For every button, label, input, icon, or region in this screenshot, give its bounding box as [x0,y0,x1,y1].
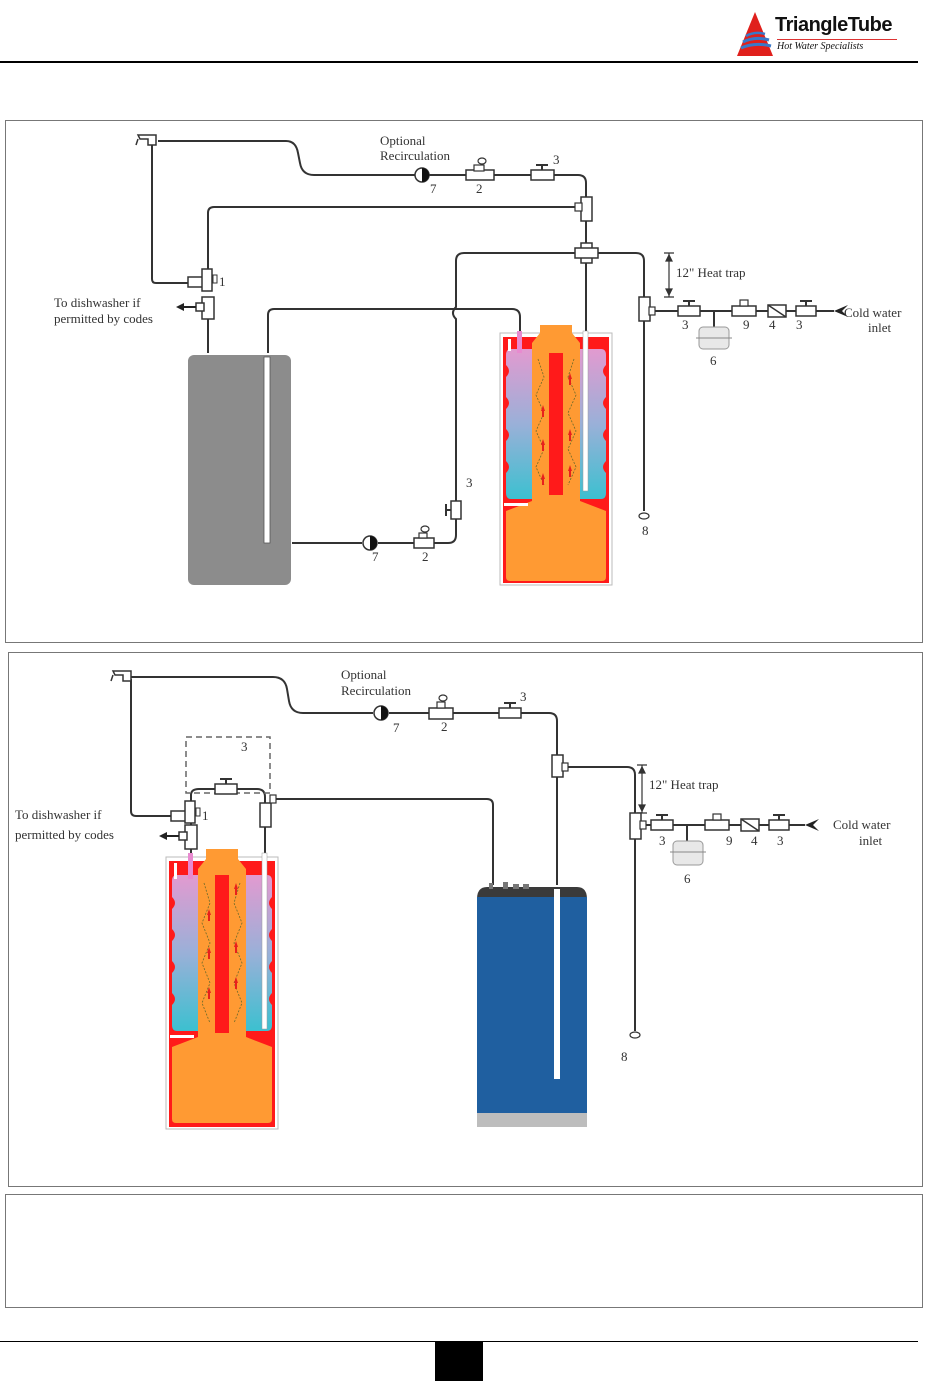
logo-title: TriangleTube [775,14,892,37]
mixing-valve-number: 1 [219,274,226,289]
loop-shutoff-number: 3 [466,475,473,490]
heat-trap-label: 12" Heat trap [676,265,746,280]
cold-inlet-arrow-icon [805,819,819,831]
recirc-shutoff-number: 3 [553,152,560,167]
loop-check-number: 2 [422,549,429,564]
cold-label-line2: inlet [868,320,891,335]
loop-pump-number: 7 [372,549,379,564]
mixing-valve-number: 1 [202,808,209,823]
cold-shutoff-b-number: 3 [777,833,784,848]
recirc-label-line2: Recirculation [341,683,412,698]
expansion-tank-icon [670,841,706,865]
shutoff-valve-icon [499,703,521,718]
recirc-label-line1: Optional [341,667,387,682]
cold-shutoff-a-icon [651,815,673,830]
bypass-valve-icon [215,779,237,794]
recirc-check-number: 2 [476,181,483,196]
drain-valve-icon [630,1032,640,1038]
recirc-pump-number: 7 [393,720,400,735]
loop-check-valve-icon [414,526,434,548]
recirc-shutoff-number: 3 [520,689,527,704]
prv-number: 9 [743,317,750,332]
expansion-tank-icon [696,327,732,349]
cold-shutoff-b-icon [796,301,816,316]
page-number-box [435,1342,483,1381]
notes-box [5,1194,923,1308]
recirc-label-line1: Optional [380,133,426,148]
recirc-pump-icon [374,706,388,720]
cold-tee-icon [639,297,655,321]
dishwasher-label-line2: permitted by codes [15,827,114,842]
cross-fitting-icon [575,243,598,263]
heat-trap-dimension [637,765,647,813]
storage-tank-blue [477,882,587,1127]
cold-label-line1: Cold water [844,305,902,320]
diagram-top-panel: 1 To dishwasher if permitted by codes 7 … [5,120,923,643]
header-rule [0,61,918,63]
heat-trap-label: 12" Heat trap [649,777,719,792]
cold-shutoff-a-number: 3 [659,833,666,848]
dishwasher-label-line2: permitted by codes [54,311,153,326]
pipe-faucet-recirc [158,141,416,175]
triangle-logo-icon [735,10,775,58]
drain-valve-icon [639,513,649,519]
cold-tee-icon [630,813,646,839]
diagram-top: 1 To dishwasher if permitted by codes 7 … [6,121,922,642]
water-heater-bottom [166,849,278,1129]
recirc-pump-icon [415,168,429,182]
diagram-bottom: 3 1 To dishwasher if permitted by codes … [9,653,922,1186]
prv-icon [705,814,729,830]
loop-shutoff-icon [446,501,461,519]
backflow-preventer-icon [768,305,786,317]
recirc-pump-number: 7 [430,181,437,196]
company-logo: TriangleTube Hot Water Specialists [735,10,910,58]
mixing-valve-icon [171,801,200,823]
cold-label-line2: inlet [859,833,882,848]
faucet-icon [136,135,156,145]
prv-number: 9 [726,833,733,848]
water-heater-top [500,325,612,585]
bypass-valve-number: 3 [241,739,248,754]
mixing-valve-icon [188,269,217,291]
faucet-icon [111,671,131,681]
storage-tank-grey [188,355,291,585]
cold-shutoff-b-icon [769,815,789,830]
logo-subtitle: Hot Water Specialists [777,39,897,52]
backflow-number: 4 [769,317,776,332]
dishwasher-label-line1: To dishwasher if [15,807,102,822]
cold-shutoff-a-number: 3 [682,317,689,332]
diagram-bottom-panel: 3 1 To dishwasher if permitted by codes … [8,652,923,1187]
check-valve-icon [466,158,494,180]
tee-fitting-icon [552,755,568,777]
recirc-check-number: 2 [441,719,448,734]
backflow-preventer-icon [741,819,759,831]
heat-trap-dimension [664,253,674,297]
shutoff-valve-icon [531,165,554,180]
cold-label-line1: Cold water [833,817,891,832]
cold-shutoff-b-number: 3 [796,317,803,332]
dishwasher-tee-icon [176,297,214,319]
loop-pump-icon [363,536,377,550]
dishwasher-label-line1: To dishwasher if [54,295,141,310]
tee-fitting-icon [575,197,592,221]
drain-number: 8 [621,1049,628,1064]
expansion-tank-number: 6 [710,353,717,368]
recirc-label-line2: Recirculation [380,148,451,163]
dishwasher-tee-icon [159,825,197,849]
check-valve-icon [429,695,453,719]
backflow-number: 4 [751,833,758,848]
hot-tee-icon [260,795,276,827]
prv-icon [732,300,756,316]
expansion-tank-number: 6 [684,871,691,886]
cold-shutoff-a-icon [678,301,700,316]
drain-number: 8 [642,523,649,538]
